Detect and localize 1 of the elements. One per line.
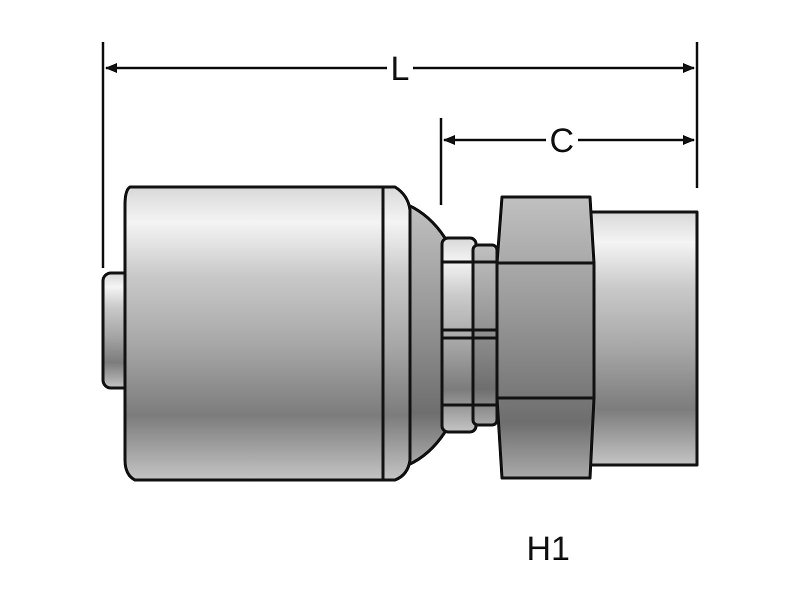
part-label: H1 <box>526 532 571 566</box>
